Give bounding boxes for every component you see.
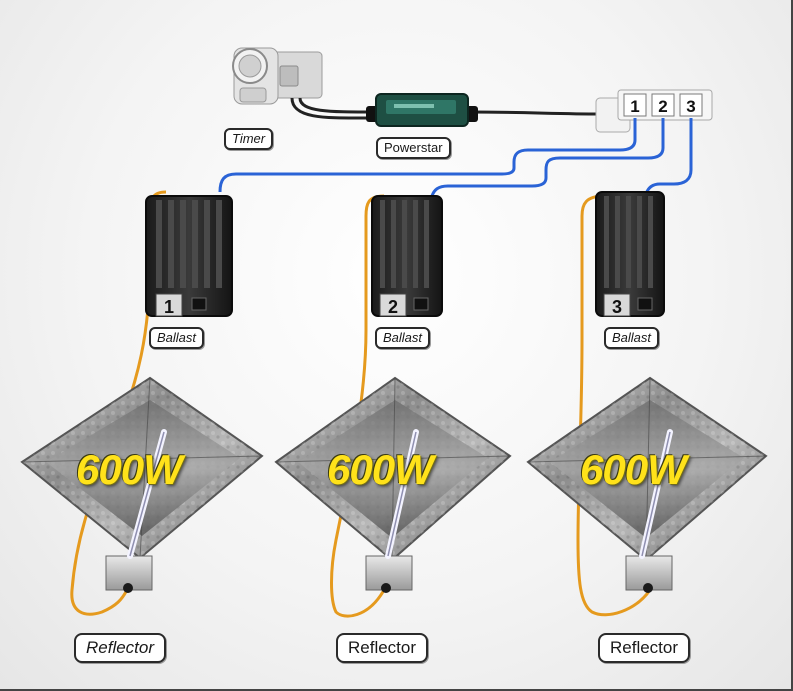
ballast-1-number: 1	[164, 297, 174, 317]
outlet-3-label: 3	[686, 97, 695, 116]
wattage-label-3: 600W	[580, 446, 687, 493]
power-strip-icon: 1 2 3	[595, 89, 713, 133]
reflector-icon	[526, 376, 768, 593]
outlet-1-label: 1	[630, 97, 639, 116]
blue-cable-3	[644, 118, 693, 195]
timer-cable	[298, 97, 373, 114]
reflector-1-label: Reflector	[74, 633, 167, 663]
ballast-icon: 1	[145, 195, 233, 317]
reflector-3-label: Reflector	[598, 633, 691, 663]
outlet-2-label: 2	[658, 97, 667, 116]
lamp-icon	[639, 429, 673, 559]
ballast-3-label: Ballast	[604, 327, 660, 349]
controller-icon	[366, 93, 478, 127]
blue-cable-1	[218, 118, 637, 193]
wattage-label-2: 600W	[327, 446, 434, 493]
ballast-2-number: 2	[388, 297, 398, 317]
timer-cable-2	[290, 97, 373, 120]
ballast-icon: 2	[371, 195, 443, 317]
wattage-label-1: 600W	[76, 446, 183, 493]
orange-cable-3	[576, 194, 652, 617]
reflector-icon	[274, 376, 512, 593]
ballast-icon: 3	[595, 191, 665, 317]
ballast-2-label: Ballast	[375, 327, 431, 349]
lamp-icon	[127, 429, 167, 559]
timer-icon	[232, 47, 323, 105]
blue-cable-2	[430, 118, 665, 197]
timer-label: Timer	[224, 128, 274, 150]
powerstar-label: Powerstar	[376, 137, 451, 159]
powerstar-cable	[469, 110, 601, 116]
lamp-icon	[385, 429, 419, 559]
ballast-3-number: 3	[612, 297, 622, 317]
reflector-icon	[20, 376, 264, 593]
reflector-2-label: Reflector	[336, 633, 429, 663]
ballast-1-label: Ballast	[149, 327, 205, 349]
